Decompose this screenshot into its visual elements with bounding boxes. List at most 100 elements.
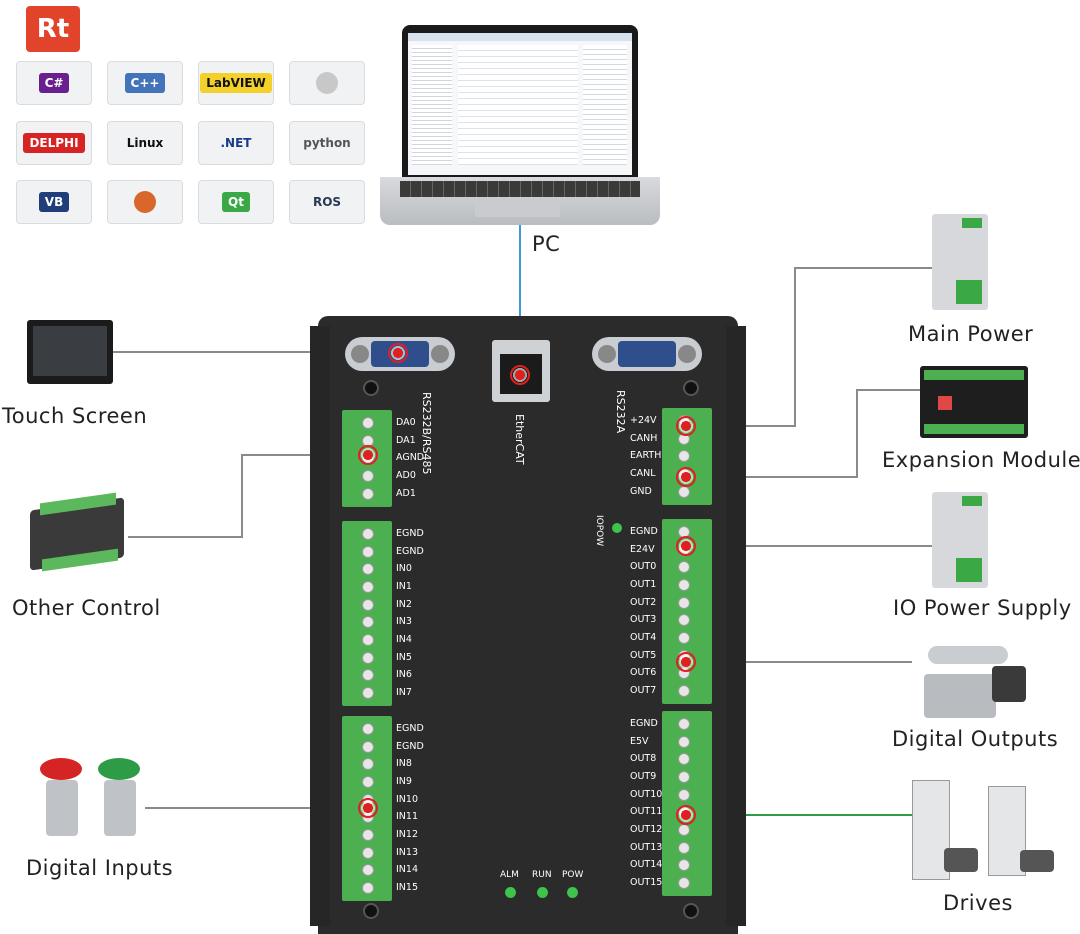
rt-logo: Rt (26, 6, 80, 52)
expansion-module-device (920, 366, 1028, 438)
terminal-screw (678, 753, 690, 766)
terminal-label: OUT0 (630, 561, 657, 573)
digital-inputs-device (36, 756, 146, 842)
terminal-screw (678, 735, 690, 748)
laptop-pc (380, 25, 660, 225)
vb-logo-text: VB (38, 192, 70, 212)
terminal-screw (362, 687, 374, 700)
terminal-label: IN5 (396, 651, 412, 663)
terminal-screw (362, 758, 374, 771)
terminal-label: OUT14 (630, 859, 663, 871)
terminal-screw (362, 563, 374, 576)
digital-outputs-label: Digital Outputs (892, 727, 1059, 751)
main-power-device (932, 214, 988, 310)
terminal-label: AD0 (396, 469, 416, 481)
led-pow (567, 887, 578, 898)
terminal-label: EGND (396, 527, 424, 539)
expansion-module-label: Expansion Module (882, 448, 1080, 472)
qt-logo-text: Qt (222, 192, 250, 212)
terminal-label: IN10 (396, 793, 418, 805)
terminal-label: OUT15 (630, 877, 663, 889)
delphi-logo-text: DELPHI (23, 133, 85, 153)
terminal-screw (678, 685, 690, 698)
digital-outputs-device (906, 646, 1030, 722)
other-control-label: Other Control (12, 596, 161, 620)
connection-marker (676, 805, 696, 825)
terminal-label: CANH (630, 432, 658, 444)
pc-label: PC (532, 232, 561, 256)
terminal-label: IN8 (396, 758, 412, 770)
terminal-screw (362, 616, 374, 629)
terminal-screw (362, 598, 374, 611)
labview-logo-text: LabVIEW (200, 73, 272, 93)
terminal-screw (362, 740, 374, 753)
expansion-module-wire (688, 389, 920, 478)
terminal-label: DA1 (396, 434, 416, 446)
terminal-label: IN6 (396, 669, 412, 681)
terminal-screw (678, 485, 690, 498)
terminal-screw (362, 864, 374, 877)
terminal-label: CANL (630, 467, 656, 479)
linux-logo-text: Linux (126, 136, 164, 150)
led-alm (505, 887, 516, 898)
terminal-screw (678, 578, 690, 591)
terminal-screw (678, 717, 690, 730)
terminal-screw (362, 722, 374, 735)
terminal-label: OUT1 (630, 578, 657, 590)
led-label-alm: ALM (500, 870, 519, 880)
connection-marker (676, 652, 696, 672)
board-screw (683, 903, 699, 919)
ros-logo: ROS (289, 180, 365, 224)
terminal-label: IN7 (396, 687, 412, 699)
terminal-label: IN12 (396, 829, 418, 841)
terminal-label: IN3 (396, 616, 412, 628)
terminal-label: AGND (396, 452, 425, 464)
board-screw (363, 903, 379, 919)
apple-logo-text (316, 72, 338, 94)
terminal-screw (362, 775, 374, 788)
board-screw (363, 380, 379, 396)
terminal-label: EGND (396, 740, 424, 752)
terminal-label: GND (630, 485, 652, 497)
terminal-label: EGND (396, 722, 424, 734)
terminal-screw (678, 561, 690, 574)
laptop-screen (408, 33, 632, 175)
terminal-screw (362, 882, 374, 895)
terminal-label: EARTH (630, 450, 662, 462)
rs232b-label: RS232B/RS485 (420, 392, 433, 475)
terminal-label: OUT6 (630, 667, 657, 679)
dotnet-logo: .NET (198, 121, 274, 165)
terminal-screw (362, 487, 374, 500)
terminal-label: EGND (630, 717, 658, 729)
iopow-label: IOPOW (594, 515, 604, 547)
terminal-label: E24V (630, 543, 655, 555)
qt-logo: Qt (198, 180, 274, 224)
terminal-screw (678, 824, 690, 837)
terminal-label: OUT3 (630, 614, 657, 626)
main-power-label: Main Power (908, 322, 1034, 346)
vb-logo: VB (16, 180, 92, 224)
touch-screen-device (27, 320, 113, 384)
terminal-label: IN0 (396, 563, 412, 575)
iopow-led (612, 523, 622, 533)
python-logo-text: python (303, 136, 351, 150)
ethercat-label: EtherCAT (513, 414, 526, 465)
dotnet-logo-text: .NET (220, 136, 252, 150)
terminal-screw (362, 545, 374, 558)
terminal-screw (678, 632, 690, 645)
terminal-label: OUT5 (630, 649, 657, 661)
csharp-logo: C# (16, 61, 92, 105)
io-power-supply-device (932, 492, 988, 588)
terminal-label: OUT2 (630, 596, 657, 608)
apple-logo (289, 61, 365, 105)
terminal-screw (362, 846, 374, 859)
terminal-screw (678, 450, 690, 463)
connection-marker (676, 416, 696, 436)
digital-inputs-label: Digital Inputs (26, 856, 174, 880)
terminal-label: OUT13 (630, 841, 663, 853)
cpp-logo: C++ (107, 61, 183, 105)
connection-marker (358, 798, 378, 818)
terminal-label: E5V (630, 735, 649, 747)
terminal-screw (678, 841, 690, 854)
terminal-label: EGND (396, 545, 424, 557)
